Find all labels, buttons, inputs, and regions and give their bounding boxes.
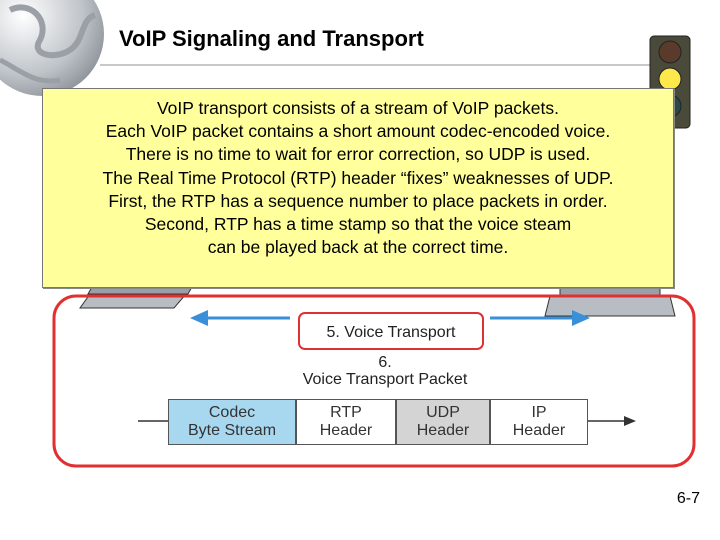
field-label: IP [531,404,547,421]
field-label: UDP [426,404,460,421]
callout-text: VoIP transport consists of a stream of V… [43,97,673,259]
callout-line: VoIP transport consists of a stream of V… [156,98,560,118]
title-divider [100,64,660,66]
rtp-header-field: RTP Header [296,399,396,445]
field-label: RTP [330,404,362,421]
field-label: Header [416,422,470,439]
callout-line: First, the RTP has a sequence number to … [108,190,608,211]
explanation-callout: VoIP transport consists of a stream of V… [42,88,674,288]
callout-line: Each VoIP packet contains a short amount… [105,121,611,142]
page-number: 6-7 [676,490,700,507]
ip-header-field: IP Header [490,399,588,445]
field-label: Header [512,422,566,439]
diagram-frame [52,294,696,468]
packet-caption: Voice Transport Packet [302,371,468,388]
callout-line: There is no time to wait for error corre… [125,144,591,165]
callout-line: Second, RTP has a time stamp so that the… [144,214,572,235]
field-label: Codec [208,404,256,421]
voice-transport-label: 5. Voice Transport [298,312,484,350]
udp-header-field: UDP Header [396,399,490,445]
callout-line: The Real Time Protocol (RTP) header “fix… [102,167,614,188]
transport-arrow [190,310,590,326]
field-label: Header [319,422,373,439]
packet-direction-arrow [138,416,636,426]
codec-byte-stream-field: Codec Byte Stream [168,399,296,445]
field-label: Byte Stream [187,422,277,439]
step-number: 6. [378,354,392,371]
slide-title: VoIP Signaling and Transport [119,26,424,51]
callout-line: can be played back at the correct time. [207,237,509,258]
globe-icon [0,0,104,96]
